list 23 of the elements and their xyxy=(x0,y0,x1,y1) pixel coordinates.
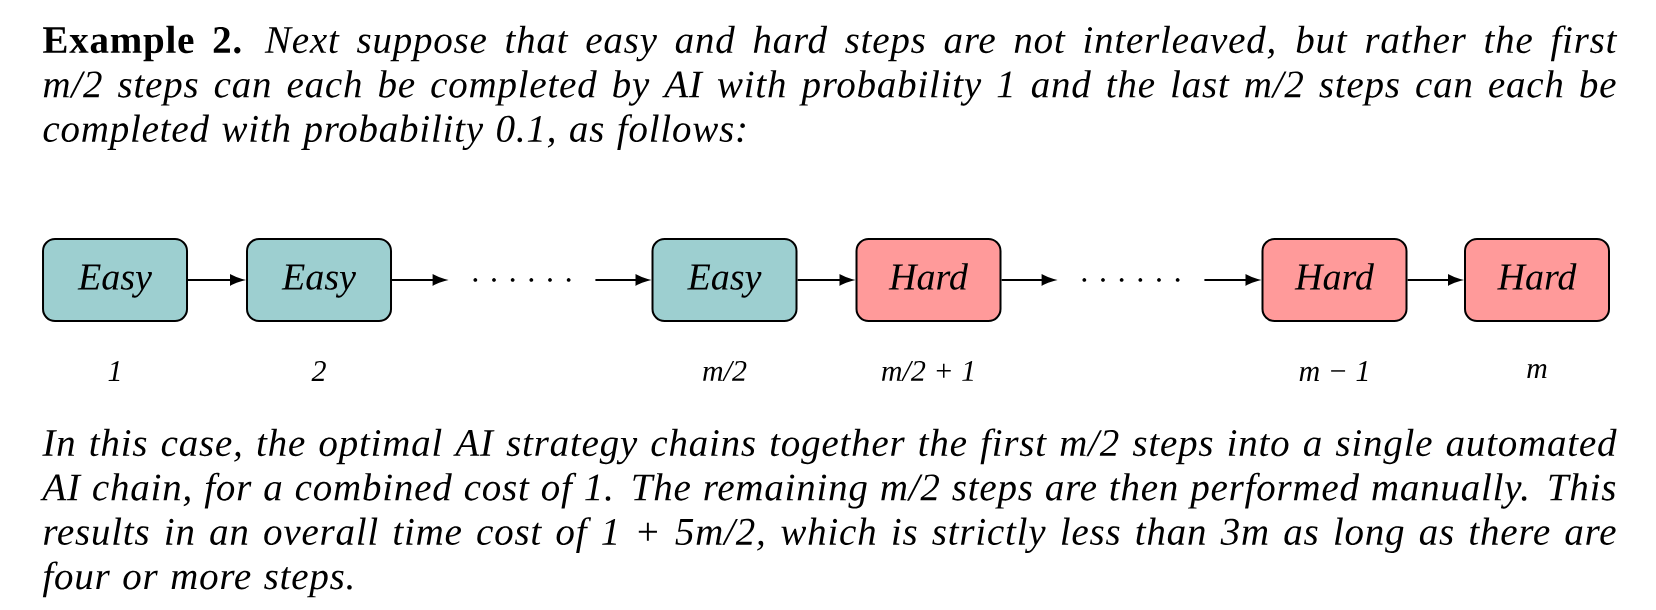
step-box: Easy xyxy=(246,238,392,322)
arrow xyxy=(1000,274,1055,286)
arrow xyxy=(187,274,243,286)
paragraph: Example 2. Next suppose that easy and hard steps are not interleaved, but rather the first m/2 steps can each be completed by AI with probability 1 and the last m/2 steps can each be completed with probability 0.1, as follows: xyxy=(43,25,1618,151)
step-box: Easy xyxy=(42,238,188,322)
step-box: Hard xyxy=(1464,238,1610,322)
step-number: m/2 xyxy=(703,360,747,382)
arrow xyxy=(391,274,446,286)
step-box: Hard xyxy=(1261,238,1408,322)
arrow xyxy=(594,274,649,286)
step-number: m xyxy=(1527,363,1547,379)
step-number: m − 1 xyxy=(1299,361,1368,381)
arrow xyxy=(1203,274,1259,286)
arrow xyxy=(796,274,853,286)
step-number: 1 xyxy=(108,361,120,381)
ellipsis: . . . . . . xyxy=(1082,278,1180,282)
step-number: 2 xyxy=(311,361,326,381)
arrow xyxy=(1406,274,1461,286)
ellipsis: . . . . . . xyxy=(473,278,571,282)
step-box: Easy xyxy=(651,238,798,322)
paragraph: In this case, the optimal AI strategy chains together the first m/2 steps into a single automated AI chain, for a combined cost of 1. The remaining m/2 steps are then performed manually. This results in an overall time cost of 1 + 5m/2, which is strictly less than 3m as long as there are four or more steps. xyxy=(40,428,1617,598)
step-box: Hard xyxy=(855,238,1002,322)
step-number: m/2 + 1 xyxy=(882,360,973,382)
